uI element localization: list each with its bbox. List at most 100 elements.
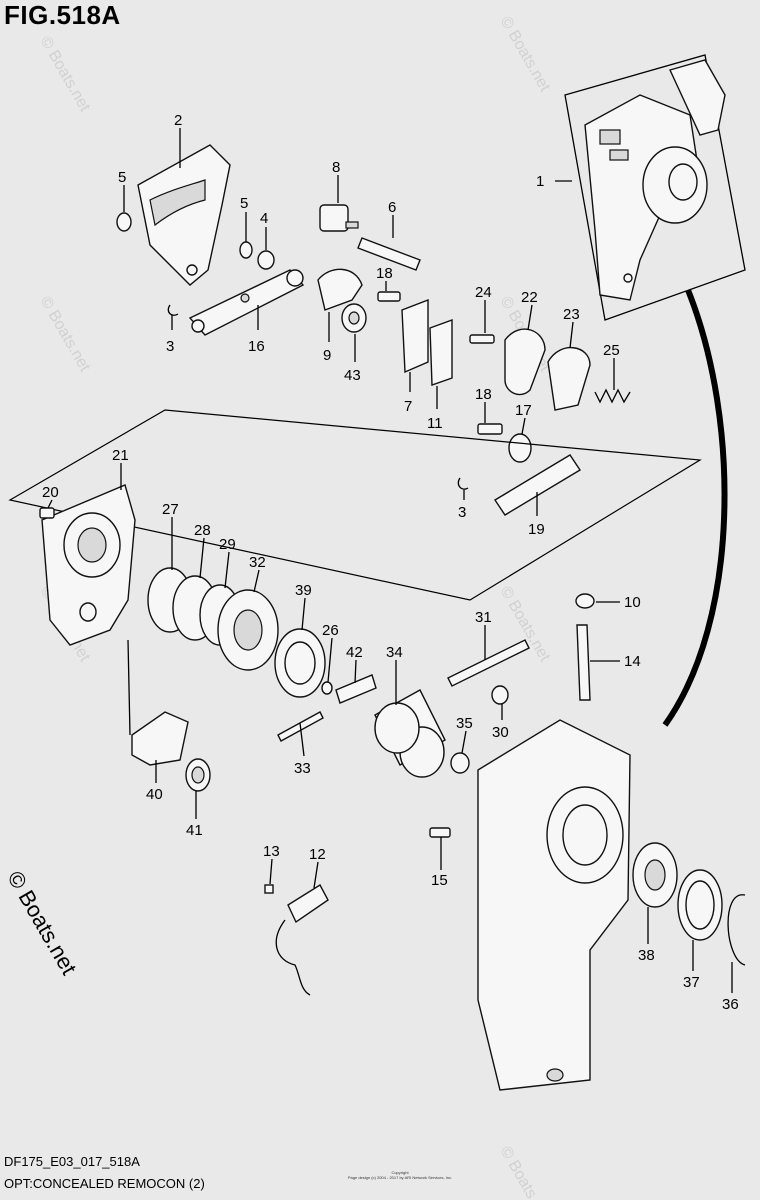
part-31-rod bbox=[447, 639, 530, 687]
callout-28: 28 bbox=[194, 522, 211, 539]
part-43-bushing-hole bbox=[348, 311, 360, 325]
part-30-plug bbox=[491, 685, 509, 705]
svg-text:© Boats.net: © Boats.net bbox=[37, 34, 94, 116]
callout-37: 37 bbox=[683, 974, 700, 991]
svg-text:© Boats.net: © Boats.net bbox=[497, 1144, 554, 1200]
svg-text:© Boats.net: © Boats.net bbox=[497, 14, 554, 96]
callout-11: 11 bbox=[427, 415, 443, 432]
svg-text:© Boats.net: © Boats.net bbox=[37, 294, 94, 376]
part-34-drum bbox=[374, 689, 446, 778]
part-41-bushing-hole bbox=[191, 766, 205, 784]
callout-22: 22 bbox=[521, 289, 538, 306]
callout-29: 29 bbox=[219, 536, 236, 553]
part-32-gear-hub bbox=[233, 609, 263, 651]
callout-12: 12 bbox=[309, 846, 326, 863]
callout-7: 7 bbox=[404, 398, 412, 415]
callout-36: 36 bbox=[722, 996, 739, 1013]
part-38-seal-hole bbox=[644, 859, 666, 891]
callout-40: 40 bbox=[146, 786, 163, 803]
part-16-link-arm bbox=[188, 269, 305, 336]
callout-3: 3 bbox=[166, 338, 174, 355]
part-19-lever bbox=[494, 454, 581, 516]
part-15-screw bbox=[429, 827, 451, 838]
figure-title: FIG.518A bbox=[4, 0, 121, 30]
part-24-screw bbox=[469, 334, 495, 344]
callout-38: 38 bbox=[638, 947, 655, 964]
part-12-connector bbox=[275, 884, 329, 996]
callout-9: 9 bbox=[323, 347, 331, 364]
callout-41: 41 bbox=[186, 822, 203, 839]
part-5-washer bbox=[116, 212, 132, 232]
callout-34: 34 bbox=[386, 644, 403, 661]
part-18-bolt bbox=[377, 291, 401, 302]
callout-43: 43 bbox=[344, 367, 361, 384]
callout-18b: 18 bbox=[475, 386, 492, 403]
callout-13: 13 bbox=[263, 843, 280, 860]
part-22-plate bbox=[504, 328, 546, 396]
callout-39: 39 bbox=[295, 582, 312, 599]
part-40-bracket bbox=[131, 711, 189, 766]
part-4-washer bbox=[257, 250, 275, 270]
callout-21: 21 bbox=[112, 447, 129, 464]
part-13-screw bbox=[264, 884, 274, 894]
callout-31: 31 bbox=[475, 609, 492, 626]
housing-lower bbox=[477, 719, 631, 1091]
callout-33: 33 bbox=[294, 760, 311, 777]
callout-35: 35 bbox=[456, 715, 473, 732]
part-35-collar bbox=[450, 752, 470, 774]
callout-42: 42 bbox=[346, 644, 363, 661]
part-40-leader bbox=[127, 639, 131, 736]
part-7-bracket bbox=[401, 298, 429, 374]
assembly-arrow bbox=[662, 288, 728, 727]
callout-16: 16 bbox=[248, 338, 265, 355]
part-10-nut bbox=[575, 593, 595, 609]
part-39-washer-hole bbox=[284, 641, 316, 685]
part-42-pin bbox=[335, 674, 377, 704]
part-25-spring bbox=[594, 388, 631, 404]
callout-8: 8 bbox=[332, 159, 340, 176]
part-3-clip bbox=[167, 304, 179, 316]
part-18-bolt-b bbox=[477, 423, 503, 435]
callout-20: 20 bbox=[42, 484, 59, 501]
part-8-knob bbox=[319, 204, 349, 232]
callout-leaders bbox=[47, 128, 733, 993]
part-20-bolt bbox=[39, 507, 55, 519]
callout-1: 1 bbox=[536, 173, 544, 190]
diagram-code: DF175_E03_017_518A bbox=[4, 1154, 140, 1169]
part-2-cover bbox=[137, 144, 231, 286]
part-21-gear-plate bbox=[41, 484, 136, 646]
callout-15: 15 bbox=[431, 872, 448, 889]
callout-26: 26 bbox=[322, 622, 339, 639]
part-36-snap-ring bbox=[727, 894, 746, 966]
callout-19: 19 bbox=[528, 521, 545, 538]
callout-27: 27 bbox=[162, 501, 179, 518]
part-1-remocon-assembly bbox=[564, 54, 746, 321]
part-3-clip-b bbox=[457, 477, 469, 490]
callout-2: 2 bbox=[174, 112, 182, 129]
callout-17: 17 bbox=[515, 402, 532, 419]
part-26-nut bbox=[321, 681, 333, 695]
callout-3b: 3 bbox=[458, 504, 466, 521]
callout-10: 10 bbox=[624, 594, 641, 611]
copyright-notice: Copyright Page design (c) 2004 - 2017 by… bbox=[340, 1170, 460, 1180]
part-5-washer-b bbox=[239, 241, 253, 259]
part-11-bracket bbox=[429, 319, 453, 386]
callout-24: 24 bbox=[475, 284, 492, 301]
part-14-threaded-rod bbox=[576, 624, 591, 701]
callout-30: 30 bbox=[492, 724, 509, 741]
callout-6: 6 bbox=[388, 199, 396, 216]
callout-5b: 5 bbox=[240, 195, 248, 212]
callout-5: 5 bbox=[118, 169, 126, 186]
callout-14: 14 bbox=[624, 653, 641, 670]
callout-labels: 1 2 5 5 4 3 16 8 6 9 43 18 7 11 24 22 23… bbox=[42, 112, 739, 1013]
copyright-line-2: Page design (c) 2004 - 2017 by ARI Netwo… bbox=[347, 1175, 453, 1180]
part-17-washer bbox=[508, 433, 532, 463]
part-6-shaft bbox=[357, 237, 421, 271]
part-8-pin bbox=[345, 221, 359, 229]
callout-4: 4 bbox=[260, 210, 268, 227]
callout-32: 32 bbox=[249, 554, 266, 571]
part-9-cam-plate bbox=[317, 268, 363, 311]
callout-25: 25 bbox=[603, 342, 620, 359]
assembly-plane-outline bbox=[8, 409, 702, 601]
